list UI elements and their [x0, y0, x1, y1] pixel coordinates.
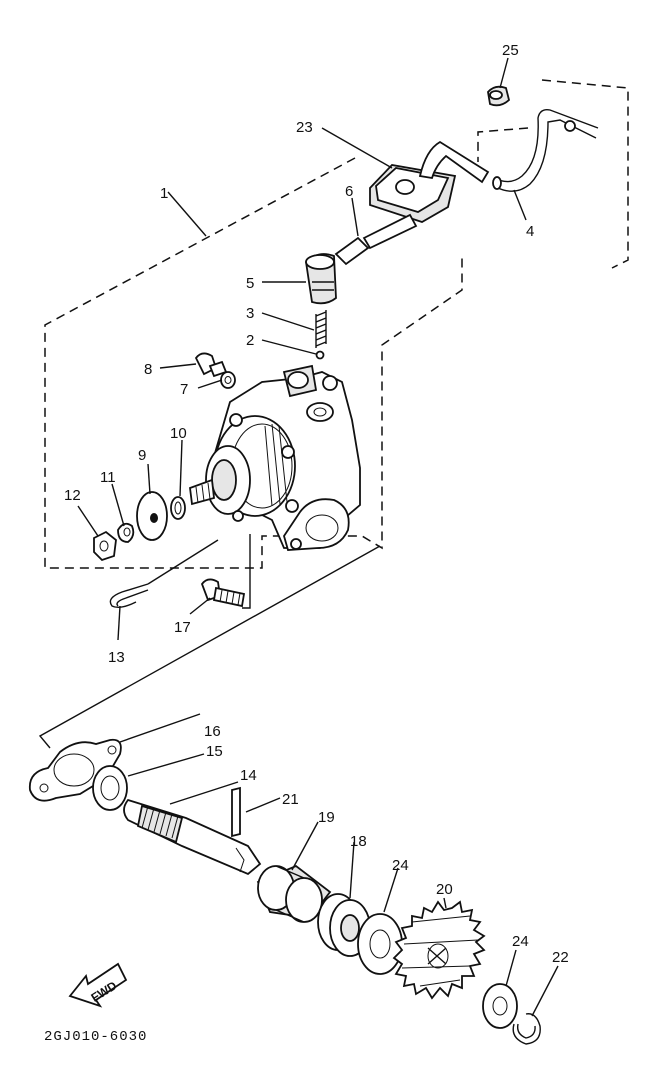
assembly-boundary-pipe	[477, 79, 629, 269]
part-20-drive-gear[interactable]	[392, 900, 486, 1000]
callout-11: 11	[100, 469, 116, 486]
callout-10: 10	[170, 425, 187, 442]
part-2-check-ball[interactable]	[315, 350, 325, 360]
part-4-delivery-pipe[interactable]	[492, 108, 599, 192]
part-8-screw[interactable]	[194, 352, 228, 378]
part-3-spring[interactable]	[315, 310, 327, 348]
assembly-boundary-pump	[44, 157, 463, 569]
part-12-nut[interactable]	[93, 530, 117, 562]
part-24-washer-a[interactable]	[357, 913, 403, 975]
callout-21: 21	[282, 791, 299, 808]
callout-6: 6	[345, 183, 353, 200]
part-24-washer-b[interactable]	[482, 983, 518, 1029]
part-25-cap[interactable]	[487, 85, 511, 107]
part-10-o-ring[interactable]	[170, 496, 186, 520]
callout-5: 5	[246, 275, 254, 292]
part-13-hook-pin[interactable]	[109, 583, 149, 609]
part-14-pump-drive-shaft[interactable]	[123, 798, 262, 876]
part-9-plate[interactable]	[136, 491, 168, 541]
oil-pump-body[interactable]	[205, 364, 361, 551]
part-17-bolt[interactable]	[200, 578, 246, 608]
part-6-fitting[interactable]	[334, 213, 418, 266]
callout-8: 8	[144, 361, 152, 378]
callout-16: 16	[204, 723, 221, 740]
drawing-code: 2GJ010-6030	[44, 1029, 147, 1045]
callout-25: 25	[502, 42, 519, 59]
callout-19: 19	[318, 809, 335, 826]
callout-12: 12	[64, 487, 81, 504]
part-22-circlip[interactable]	[512, 1013, 541, 1045]
callout-13: 13	[108, 649, 125, 666]
pump-shaft[interactable]	[189, 478, 215, 506]
part-16-gasket[interactable]	[28, 738, 122, 802]
callout-24-b: 24	[512, 933, 529, 950]
callout-17: 17	[174, 619, 191, 636]
callout-20: 20	[436, 881, 453, 898]
callout-1: 1	[160, 185, 168, 202]
callout-3: 3	[246, 305, 254, 322]
callout-2: 2	[246, 332, 254, 349]
part-5-banjo-bolt[interactable]	[305, 253, 337, 305]
callout-15: 15	[206, 743, 223, 760]
part-21-pin[interactable]	[231, 786, 241, 838]
callout-23: 23	[296, 119, 313, 136]
callout-7: 7	[180, 381, 188, 398]
part-11-lock-washer[interactable]	[117, 522, 135, 543]
callout-22: 22	[552, 949, 569, 966]
part-19-bushing[interactable]	[256, 864, 332, 923]
callout-24-a: 24	[392, 857, 409, 874]
callout-labels: 25 23 1 6 4 5 3 2 8 7 10 9 11 12 13 17 1…	[64, 42, 569, 966]
fwd-arrow-icon: FWD	[68, 962, 128, 1008]
part-7-washer[interactable]	[220, 371, 236, 389]
callout-18: 18	[350, 833, 367, 850]
leader-lines	[38, 57, 559, 1017]
callout-14: 14	[240, 767, 257, 784]
callout-4: 4	[526, 223, 534, 240]
part-23-delivery-block[interactable]	[369, 140, 490, 223]
callout-9: 9	[138, 447, 146, 464]
part-15-seal-ring[interactable]	[92, 765, 128, 811]
